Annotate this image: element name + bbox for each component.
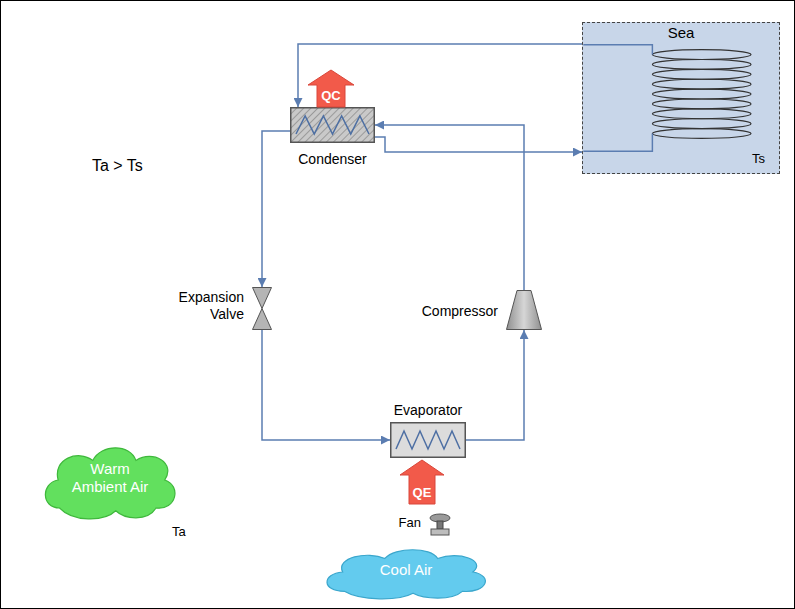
compressor-symbol [507,291,542,330]
cloud-shape [45,448,175,519]
coil [652,50,751,139]
evaporator-box-outline [390,422,466,458]
pipe [583,45,652,55]
refrigerant-pipe [262,131,290,287]
condenser-box-outline [290,107,375,143]
cloud-label: Cool Air [318,561,494,579]
refrigerant-pipe [262,330,390,440]
refrigerant-pipe [298,44,582,107]
fan-motor [437,521,443,529]
evaporator-box: Evaporator [390,422,466,458]
coil-winding [652,109,751,119]
exchanger-tube [396,431,460,449]
heat-label: QE [400,485,444,501]
coil-winding [652,69,751,79]
exchanger-body [291,108,375,143]
exchanger-tube [296,116,369,134]
fan-icon-outline [427,512,453,536]
temperature-label: Ta [172,524,186,540]
refrigerant-pipe [466,330,524,440]
heat-arrow-shape [308,70,354,107]
sea-region: SeaTs [582,22,780,174]
coil-winding [652,79,751,89]
fan-icon: Fan [427,512,453,536]
refrigerant-pipe [375,137,582,152]
refrigerant-pipe [375,125,524,290]
compressor-symbol-outline [506,290,542,330]
heat-flow-arrow: QE [400,460,444,504]
heat-flow-arrow: QC [308,70,354,107]
coil-winding [652,50,751,60]
coil-winding [652,129,751,139]
component-label: Fan [399,515,421,531]
condenser-box: Condenser [290,107,375,143]
cloud-label: Warm Ambient Air [65,460,155,496]
coil-winding [652,89,751,99]
heat-arrow-shape [400,460,444,504]
component-label: Condenser [260,151,405,168]
air-cloud: Cool Air [318,543,494,601]
valve-symbol [253,288,272,330]
coil-winding [652,99,751,109]
temperature-condition: Ta > Ts [92,156,143,175]
region-title: Sea [583,24,779,42]
expansion-valve-outline [252,287,272,330]
heat-label: QC [308,88,354,104]
coil-winding [652,119,751,129]
sea-region-outline [583,23,779,173]
pipe [583,134,652,152]
component-label: Evaporator [360,402,496,419]
air-cloud: Warm Ambient Air [38,438,182,522]
component-label: Expansion Valve [172,289,244,323]
compressor-symbol: Compressor [506,290,542,330]
exchanger-body [391,423,466,458]
expansion-valve: Expansion Valve [252,287,272,330]
fan-base [431,529,449,535]
coil-winding [652,60,751,70]
temperature-label: Ts [752,151,765,167]
component-label: Compressor [422,303,498,320]
